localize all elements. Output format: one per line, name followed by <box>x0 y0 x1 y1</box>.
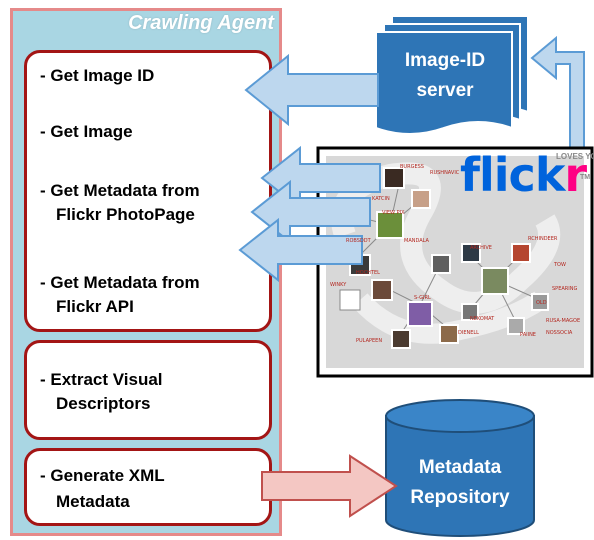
step-get-image-id: - Get Image ID <box>40 66 155 85</box>
extract-step-box <box>24 340 272 440</box>
step-extract-visual-line2: Descriptors <box>56 394 151 413</box>
metadata-repository-cylinder <box>385 399 535 537</box>
flickr-graph-tag: KATCIN <box>372 196 390 202</box>
flickr-graph-tag: RCHINDEER <box>528 236 558 242</box>
flickr-graph-tag: TOW <box>554 262 566 268</box>
flickr-graph-tag: MANDALA <box>404 238 429 244</box>
flickr-graph-tag: VIEW PIX <box>382 210 405 216</box>
arrow-generate-to-repository <box>261 454 398 518</box>
flickr-graph-tag: SPEARING <box>552 286 578 292</box>
step-get-metadata-api-line1: - Get Metadata from <box>40 273 200 292</box>
flickr-graph-tag: ROBSDDT <box>346 238 371 244</box>
flickr-graph-tag: WINKY <box>330 282 347 288</box>
retrieval-steps-box <box>24 50 272 332</box>
flickr-tm: TM <box>580 174 591 181</box>
flickr-logo-blue: flick <box>460 148 565 202</box>
step-generate-xml-line1: - Generate XML <box>40 466 165 485</box>
repository-label-line2: Repository <box>410 487 510 508</box>
flickr-graph-tag: RUSHNAVIC <box>430 170 460 176</box>
step-get-image: - Get Image <box>40 122 133 141</box>
arrow-flickr-to-server-elbow <box>530 35 585 151</box>
flickr-graph-tag: RUSA-MAGOE <box>546 318 581 324</box>
step-generate-xml-line2: Metadata <box>56 492 130 511</box>
flickr-graph-tag: PAIINE <box>520 332 536 338</box>
flickr-graph-tag: OLD <box>536 300 547 306</box>
flickr-graph-tag: PULAPEEN <box>356 338 383 344</box>
step-get-metadata-photopage-line1: - Get Metadata from <box>40 181 200 200</box>
step-get-metadata-api-line2: Flickr API <box>56 297 134 316</box>
crawling-agent-title: Crawling Agent <box>128 12 274 34</box>
flickr-graph-tag: NOSSOCIA <box>546 330 573 336</box>
flickr-logo-pink: r <box>564 148 587 202</box>
server-label-line1: Image-ID <box>404 50 486 71</box>
step-extract-visual-line1: - Extract Visual <box>40 370 163 389</box>
flickr-graph-tag: ARCHIVE <box>470 245 492 251</box>
arrow-server-to-agent <box>244 53 379 127</box>
flickr-graph-tag: HOCHTEL <box>356 270 380 276</box>
repository-label-line1: Metadata <box>418 457 502 478</box>
flickr-tagline: LOVES YOU <box>556 152 594 161</box>
flickr-logo: flickr <box>460 152 587 198</box>
server-label-line2: server <box>416 80 474 101</box>
flickr-graph-tag: DIENELL <box>458 330 479 336</box>
flickr-graph-tag: BURGESS <box>400 164 424 170</box>
step-get-metadata-photopage-line2: Flickr PhotoPage <box>56 205 195 224</box>
flickr-photo-thumbnails <box>339 167 549 349</box>
image-id-server-shape <box>375 15 529 135</box>
flickr-graph-tag: S-GIRL <box>414 295 431 301</box>
arrow-flickr-to-api <box>238 217 363 283</box>
flickr-graph-tag: NEKOMAT <box>470 316 495 322</box>
